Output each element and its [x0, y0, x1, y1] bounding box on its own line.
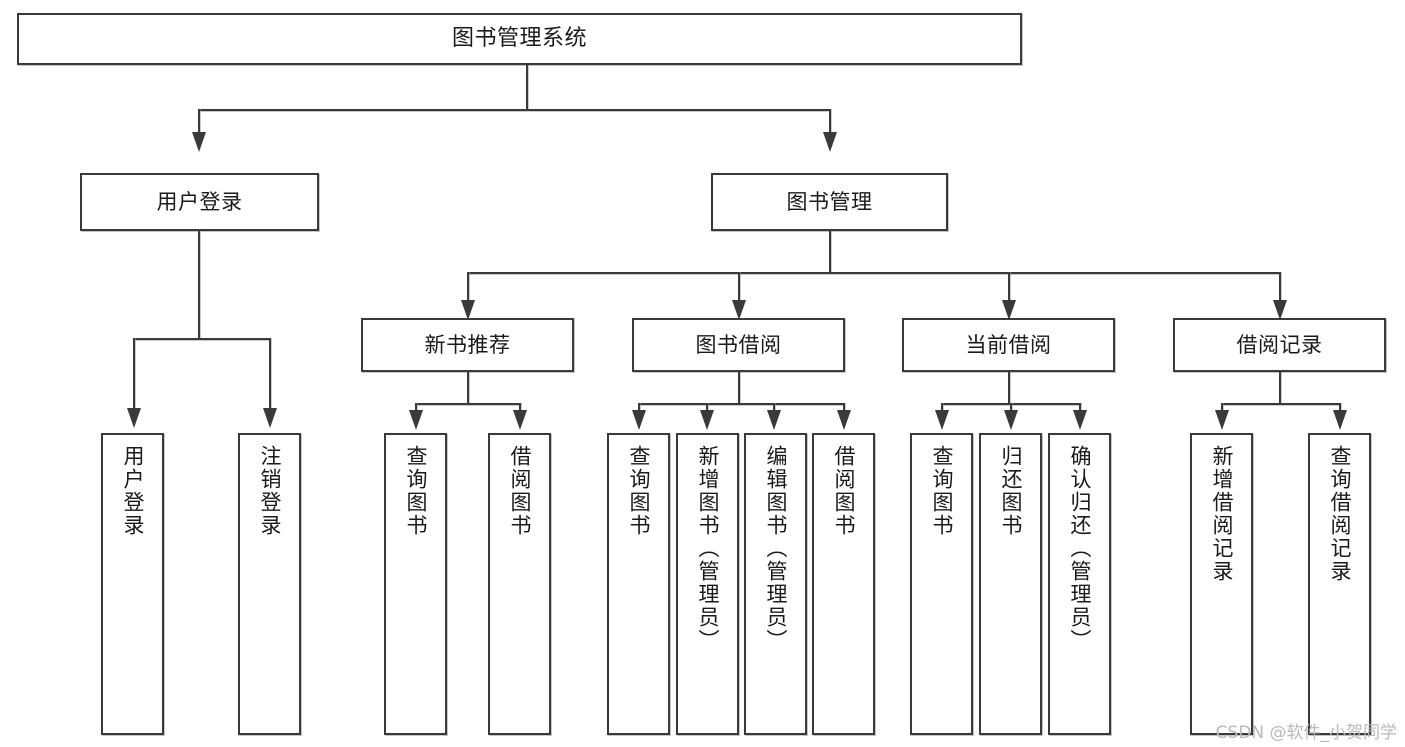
- connector-drop-leaf-book-borrow-1: [638, 403, 640, 412]
- arrowhead-book-manage: [823, 132, 837, 152]
- node-label: 查询图书: [930, 445, 954, 537]
- node-label: 新增借阅记录: [1210, 445, 1234, 583]
- connector-drop-leaf-current-borrow-1: [941, 403, 943, 412]
- arrowhead-leaf-new-book-2: [513, 410, 527, 430]
- node-book-borrow[interactable]: 图书借阅: [632, 318, 845, 372]
- node-label: 借阅图书: [832, 445, 856, 537]
- leaf-borrow-record-add[interactable]: 新增借阅记录: [1190, 433, 1253, 735]
- node-label: 当前借阅: [965, 332, 1052, 357]
- connector-book-borrow-stem: [738, 372, 740, 404]
- connector-new-book-bus: [415, 403, 520, 405]
- leaf-current-borrow-query[interactable]: 查询图书: [910, 433, 973, 735]
- connector-drop-leaf-borrow-record-1: [1221, 403, 1223, 412]
- connector-book-borrow-bus: [638, 403, 844, 405]
- arrowhead-leaf-borrow-record-2: [1333, 410, 1347, 430]
- connector-drop-user-login: [198, 109, 200, 134]
- connector-drop-new-book: [467, 272, 469, 302]
- connector-borrow-record-stem: [1279, 372, 1281, 404]
- node-label: 编辑图书（管理员）: [764, 445, 788, 652]
- node-label: 新增图书（管理员）: [696, 445, 720, 652]
- node-new-book-recommend[interactable]: 新书推荐: [361, 318, 574, 372]
- leaf-current-borrow-return[interactable]: 归还图书: [979, 433, 1042, 735]
- connector-drop-borrow-record: [1279, 272, 1281, 302]
- arrowhead-leaf-current-borrow-3: [1073, 410, 1087, 430]
- node-user-login[interactable]: 用户登录: [80, 173, 319, 231]
- arrowhead-borrow-record: [1273, 300, 1287, 320]
- connector-root-stem: [526, 65, 528, 110]
- connector-drop-leaf-new-book-1: [415, 403, 417, 412]
- arrowhead-user-login: [192, 132, 206, 152]
- node-label: 用户登录: [156, 189, 243, 214]
- node-label: 借阅记录: [1236, 332, 1323, 357]
- connector-user-login-bus: [133, 338, 270, 340]
- leaf-user-login-login[interactable]: 用户登录: [101, 433, 164, 735]
- connector-drop-leaf-user-login-2: [269, 338, 271, 410]
- node-label: 新书推荐: [424, 332, 511, 357]
- arrowhead-leaf-book-borrow-4: [837, 410, 851, 430]
- node-label: 确认归还（管理员）: [1068, 445, 1092, 652]
- arrowhead-leaf-book-borrow-1: [632, 410, 646, 430]
- arrowhead-leaf-current-borrow-1: [935, 410, 949, 430]
- node-book-management[interactable]: 图书管理: [711, 173, 948, 231]
- node-label: 注销登录: [258, 445, 282, 537]
- arrowhead-new-book: [461, 300, 475, 320]
- connector-drop-book-manage: [829, 109, 831, 134]
- node-label: 图书管理: [786, 189, 873, 214]
- arrowhead-book-borrow: [732, 300, 746, 320]
- leaf-book-borrow-add[interactable]: 新增图书（管理员）: [676, 433, 739, 735]
- node-borrow-record[interactable]: 借阅记录: [1173, 318, 1386, 372]
- arrowhead-leaf-borrow-record-1: [1215, 410, 1229, 430]
- arrowhead-leaf-book-borrow-2: [700, 410, 714, 430]
- node-label: 归还图书: [999, 445, 1023, 537]
- arrowhead-leaf-user-login-1: [127, 408, 141, 428]
- connector-borrow-record-bus: [1221, 403, 1340, 405]
- arrowhead-current-borrow: [1002, 300, 1016, 320]
- connector-current-borrow-stem: [1008, 372, 1010, 404]
- leaf-new-book-query[interactable]: 查询图书: [384, 433, 447, 735]
- connector-drop-leaf-current-borrow-3: [1079, 403, 1081, 412]
- arrowhead-leaf-user-login-2: [263, 408, 277, 428]
- leaf-book-borrow-edit[interactable]: 编辑图书（管理员）: [744, 433, 807, 735]
- connector-drop-leaf-user-login-1: [133, 338, 135, 410]
- connector-drop-leaf-new-book-2: [519, 403, 521, 412]
- connector-drop-leaf-book-borrow-2: [706, 403, 708, 412]
- node-label: 查询图书: [627, 445, 651, 537]
- leaf-user-login-logout[interactable]: 注销登录: [238, 433, 301, 735]
- leaf-borrow-record-query[interactable]: 查询借阅记录: [1308, 433, 1371, 735]
- connector-level1-bus: [198, 109, 830, 111]
- connector-drop-leaf-borrow-record-2: [1339, 403, 1341, 412]
- node-label: 图书借阅: [695, 332, 782, 357]
- node-label: 查询图书: [404, 445, 428, 537]
- connector-user-login-stem: [198, 231, 200, 339]
- connector-drop-leaf-book-borrow-4: [843, 403, 845, 412]
- arrowhead-leaf-new-book-1: [409, 410, 423, 430]
- leaf-book-borrow-query[interactable]: 查询图书: [607, 433, 670, 735]
- node-label: 查询借阅记录: [1328, 445, 1352, 583]
- node-root-system[interactable]: 图书管理系统: [17, 13, 1022, 65]
- arrowhead-leaf-book-borrow-3: [767, 410, 781, 430]
- node-label: 图书管理系统: [451, 26, 587, 52]
- arrowhead-leaf-current-borrow-2: [1004, 410, 1018, 430]
- node-current-borrow[interactable]: 当前借阅: [902, 318, 1115, 372]
- connector-drop-book-borrow: [738, 272, 740, 302]
- leaf-current-borrow-confirm-return[interactable]: 确认归还（管理员）: [1048, 433, 1111, 735]
- connector-drop-current-borrow: [1008, 272, 1010, 302]
- connector-new-book-stem: [467, 372, 469, 404]
- node-label: 借阅图书: [508, 445, 532, 537]
- leaf-new-book-borrow[interactable]: 借阅图书: [488, 433, 551, 735]
- connector-drop-leaf-book-borrow-3: [773, 403, 775, 412]
- node-label: 用户登录: [121, 445, 145, 537]
- connector-drop-leaf-current-borrow-2: [1010, 403, 1012, 412]
- connector-level2-bus: [467, 272, 1280, 274]
- leaf-book-borrow-borrow[interactable]: 借阅图书: [812, 433, 875, 735]
- connector-book-manage-stem: [829, 231, 831, 273]
